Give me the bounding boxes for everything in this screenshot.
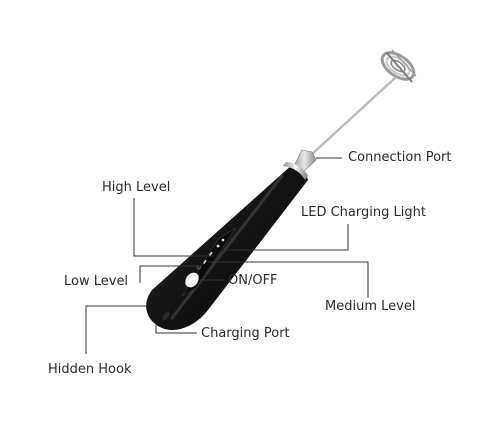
low-level-indicator — [203, 259, 207, 264]
leader-high-level — [133, 198, 214, 257]
button-symbol: ⏻ — [196, 264, 203, 271]
medium-level-indicator — [209, 251, 213, 256]
high-level-indicator — [216, 244, 220, 248]
charging-port-opening — [162, 311, 170, 321]
label-low-level: Low Level — [64, 274, 129, 289]
label-charging-port: Charging Port — [201, 326, 290, 341]
leader-low-level — [139, 265, 200, 283]
whisk-head — [380, 49, 417, 83]
label-medium-level: Medium Level — [325, 299, 416, 314]
leader-charging-port — [155, 322, 197, 334]
label-high-level: High Level — [102, 180, 171, 195]
leader-medium-level — [208, 261, 369, 298]
body-highlight — [170, 174, 284, 320]
whisk-shaft — [309, 76, 397, 157]
leader-hidden-hook — [85, 305, 148, 354]
top-ring — [283, 162, 308, 180]
label-connection-port: Connection Port — [348, 150, 452, 165]
leader-led-charging-light — [226, 224, 349, 251]
label-hidden-hook: Hidden Hook — [48, 362, 132, 377]
led-charging-light — [221, 238, 225, 242]
label-on-off: ON/OFF — [228, 273, 278, 288]
on-off-button-highlight — [187, 275, 197, 285]
level-indicators — [203, 244, 220, 264]
label-led-charging-light: LED Charging Light — [301, 205, 426, 220]
leader-lines — [85, 157, 369, 354]
